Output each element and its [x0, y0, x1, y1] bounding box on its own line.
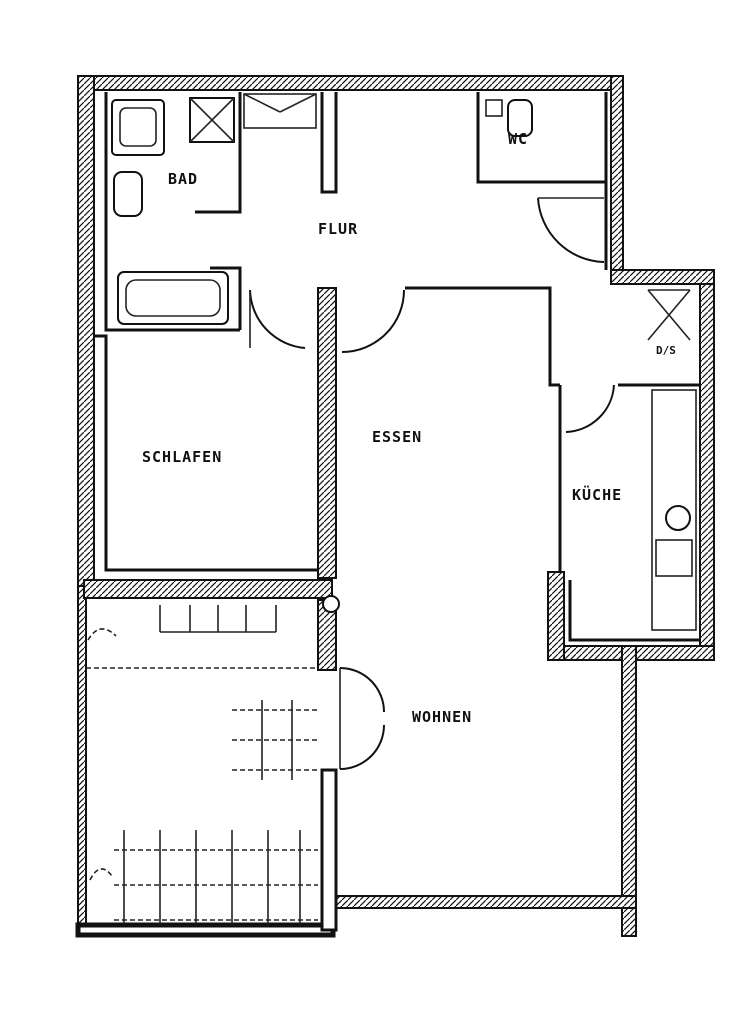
label-wc: WC — [508, 130, 528, 148]
bathtub-icon — [117, 271, 229, 325]
door-kueche — [565, 384, 615, 433]
label-flur: FLUR — [318, 220, 358, 238]
counter — [651, 389, 697, 631]
kitchen-fixtures — [647, 289, 697, 631]
bathroom-fixtures — [111, 97, 235, 325]
label-wohnen: WOHNEN — [412, 708, 472, 726]
wardrobe — [243, 93, 317, 129]
outer-walls — [75, 75, 715, 938]
label-schlafen: SCHLAFEN — [142, 448, 222, 466]
label-essen: ESSEN — [372, 428, 422, 446]
washbasin-icon — [111, 99, 165, 156]
label-dusche: D/S — [656, 344, 676, 357]
wc-toilet-icon — [507, 99, 533, 137]
room-labels: BAD FLUR WC SCHLAFEN ESSEN KÜCHE WOHNEN … — [142, 130, 676, 726]
stove-icon — [655, 539, 693, 577]
door-bad — [249, 289, 306, 349]
stair-grid — [86, 595, 340, 925]
door-wohnen-b — [339, 724, 385, 770]
sink-icon — [665, 505, 691, 531]
label-bad: BAD — [168, 170, 198, 188]
interior-walls — [83, 92, 700, 932]
door-schlafen — [341, 289, 405, 353]
toilet-icon — [113, 171, 143, 217]
door-wohnen-a — [339, 667, 385, 713]
wc-fixtures — [485, 99, 533, 137]
label-kueche: KÜCHE — [572, 485, 622, 504]
door-wc — [537, 197, 605, 263]
doors — [249, 197, 615, 770]
